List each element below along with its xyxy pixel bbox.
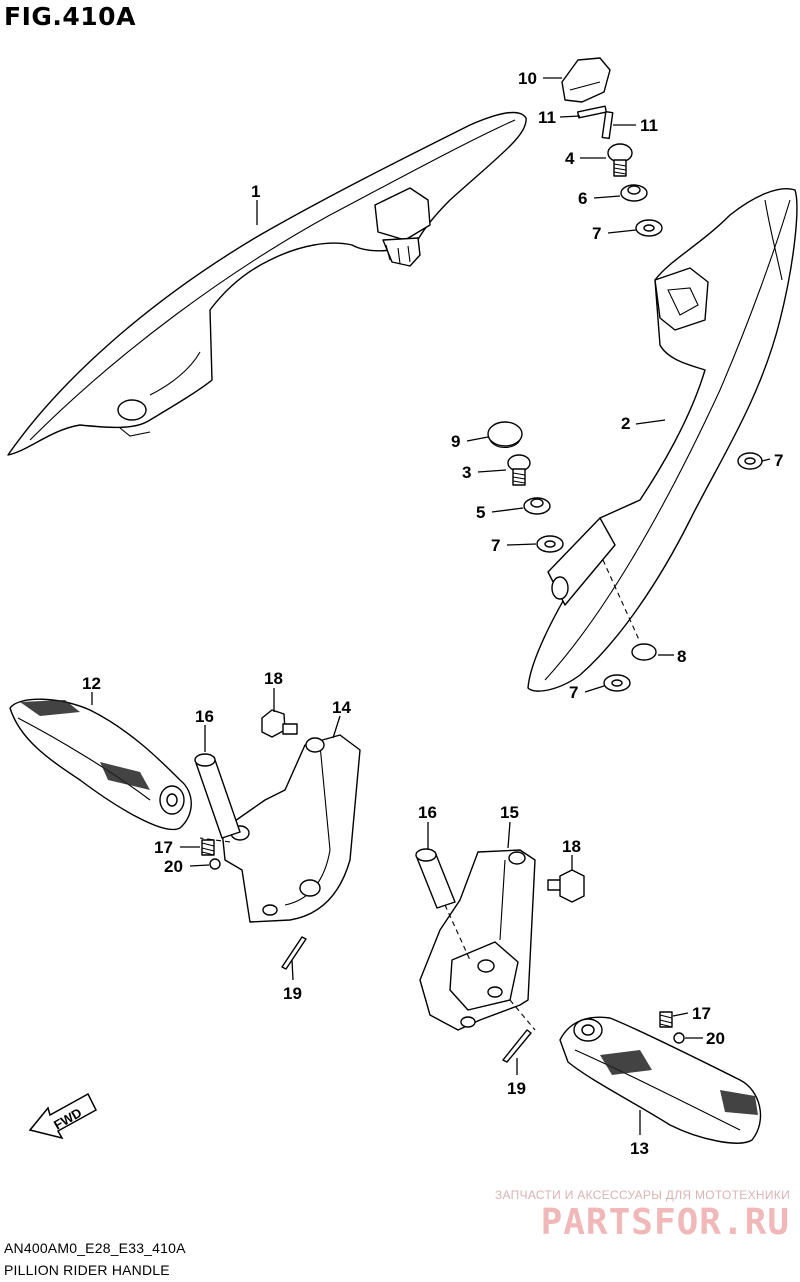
- part-20-ball-left[interactable]: [209, 858, 221, 870]
- callout-18-left: 18: [264, 669, 283, 688]
- callout-17-right: 17: [692, 1004, 711, 1023]
- part-8-plug[interactable]: [631, 643, 657, 661]
- callout-7-right: 7: [774, 451, 783, 470]
- callout-20-right: 20: [706, 1029, 725, 1048]
- part-18-bolt-left[interactable]: [261, 709, 298, 738]
- part-19-cotter-pin-right[interactable]: [502, 1029, 532, 1063]
- callout-12: 12: [82, 674, 101, 693]
- assembly-line-right-cotter: [509, 999, 536, 1031]
- callout-1: 1: [251, 182, 260, 201]
- callout-15: 15: [500, 803, 519, 822]
- part-9-cap[interactable]: [487, 421, 523, 449]
- part-11-pin-left[interactable]: [576, 105, 608, 119]
- part-16-pin-right[interactable]: [415, 848, 456, 909]
- part-13-right-footrest[interactable]: [559, 1016, 762, 1144]
- part-14-left-bracket[interactable]: [221, 734, 361, 923]
- figure-caption: PILLION RIDER HANDLE: [4, 1262, 170, 1278]
- callout-20-left: 20: [164, 857, 183, 876]
- part-5-collar[interactable]: [523, 497, 551, 515]
- callout-16-right: 16: [418, 803, 437, 822]
- part-11-pin-right[interactable]: [601, 111, 614, 140]
- part-10-cap[interactable]: [561, 57, 611, 103]
- callout-7-upper: 7: [592, 224, 601, 243]
- callout-5: 5: [476, 503, 485, 522]
- assembly-line-right-pin: [444, 904, 471, 961]
- fwd-arrow-icon: FWD: [28, 1092, 97, 1140]
- callout-19-left: 19: [283, 984, 302, 1003]
- part-7-washer-right[interactable]: [737, 452, 763, 470]
- callout-13: 13: [630, 1139, 649, 1158]
- callout-14: 14: [332, 698, 351, 717]
- part-4-screw[interactable]: [607, 143, 633, 177]
- watermark-brand: PARTSFOR.RU: [540, 1202, 790, 1243]
- part-1-left-handle[interactable]: [7, 111, 527, 456]
- part-15-right-bracket[interactable]: [419, 849, 536, 1031]
- figure-title: FIG.410A: [4, 2, 136, 31]
- part-18-bolt-right[interactable]: [547, 869, 585, 903]
- watermark-tagline: ЗАПЧАСТИ И АКСЕССУАРЫ ДЛЯ МОТОТЕХНИКИ: [494, 1188, 790, 1202]
- part-2-right-handle[interactable]: [527, 188, 798, 692]
- callout-10: 10: [518, 69, 537, 88]
- callout-7-middle: 7: [491, 536, 500, 555]
- watermark: ЗАПЧАСТИ И АКСЕССУАРЫ ДЛЯ МОТОТЕХНИКИ PA…: [495, 1188, 790, 1243]
- callout-8: 8: [677, 647, 686, 666]
- part-20-ball-right[interactable]: [673, 1032, 685, 1044]
- part-16-pin-left[interactable]: [194, 753, 241, 839]
- assembly-line-right: [602, 559, 641, 643]
- callout-19-right: 19: [507, 1079, 526, 1098]
- callout-11-left: 11: [538, 108, 556, 127]
- callout-11-right: 11: [640, 116, 658, 135]
- callout-9: 9: [451, 432, 460, 451]
- callout-18-right: 18: [562, 837, 581, 856]
- callout-4: 4: [565, 149, 575, 168]
- part-3-screw[interactable]: [507, 454, 531, 486]
- callout-7-lower: 7: [569, 683, 578, 702]
- model-code: AN400AM0_E28_E33_410A: [4, 1240, 186, 1256]
- leader-lines: [91, 77, 771, 1135]
- part-12-left-footrest[interactable]: [9, 698, 192, 831]
- part-17-spring-right[interactable]: [659, 1011, 673, 1028]
- part-7-washer-upper[interactable]: [635, 219, 663, 237]
- callout-2: 2: [621, 414, 630, 433]
- part-6-collar[interactable]: [620, 184, 648, 202]
- callout-17-left: 17: [154, 838, 173, 857]
- callout-16-left: 16: [195, 707, 214, 726]
- part-17-spring-left[interactable]: [201, 839, 215, 856]
- callout-labels: 1 10 11 11 4 6 7 2 7 9 3 5 7 8 7 12 16 1…: [82, 69, 783, 1158]
- callout-3: 3: [462, 463, 471, 482]
- callout-6: 6: [578, 189, 587, 208]
- part-19-cotter-pin-left[interactable]: [281, 936, 307, 970]
- part-7-washer-middle[interactable]: [536, 535, 564, 553]
- part-7-washer-lower[interactable]: [603, 674, 631, 692]
